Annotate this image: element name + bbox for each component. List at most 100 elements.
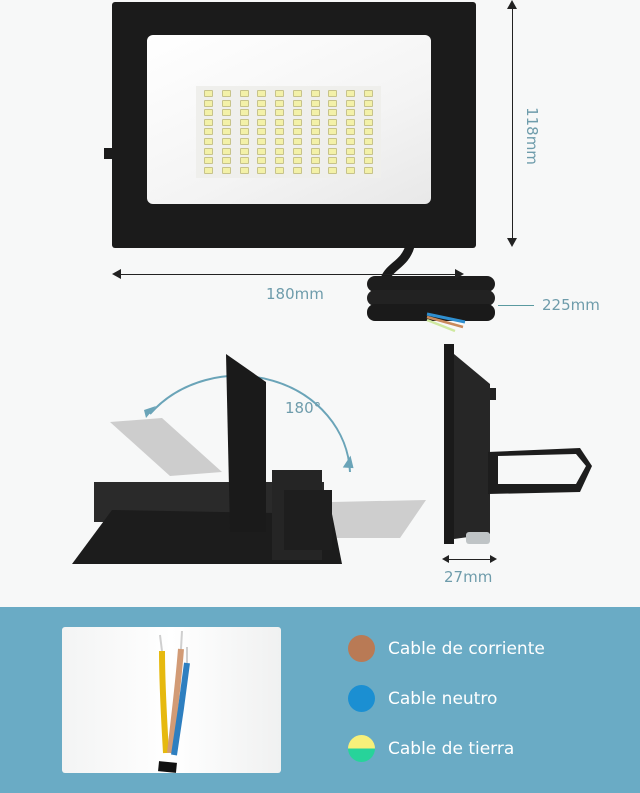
led-chip <box>275 147 285 155</box>
led-chip <box>345 109 355 117</box>
led-chip <box>204 157 214 165</box>
led-chip <box>328 90 338 98</box>
led-chip <box>222 128 232 136</box>
led-chip <box>239 90 249 98</box>
led-chip <box>363 147 373 155</box>
led-chip <box>310 138 320 146</box>
led-chip <box>292 157 302 165</box>
led-chip <box>239 157 249 165</box>
led-chip <box>222 99 232 107</box>
led-chip <box>222 147 232 155</box>
cable-length-label: 225mm <box>542 296 600 314</box>
led-chip <box>363 166 373 174</box>
led-chip <box>204 128 214 136</box>
width-dimension-line <box>120 274 456 275</box>
led-chip <box>345 128 355 136</box>
led-chip <box>222 90 232 98</box>
led-chip <box>204 99 214 107</box>
led-chip <box>239 109 249 117</box>
led-chip <box>239 166 249 174</box>
arrow-down-icon <box>507 238 517 247</box>
led-chip <box>257 99 267 107</box>
arrow-left-icon <box>442 555 449 563</box>
led-chip <box>204 138 214 146</box>
led-chip <box>310 157 320 165</box>
led-chip <box>345 99 355 107</box>
led-chip <box>275 128 285 136</box>
led-chip <box>345 147 355 155</box>
led-chip <box>292 118 302 126</box>
mounting-ear-left <box>104 148 112 159</box>
led-chip <box>310 118 320 126</box>
led-chip <box>292 147 302 155</box>
led-chip <box>345 138 355 146</box>
arrow-left-icon <box>112 269 121 279</box>
led-chip <box>310 166 320 174</box>
led-chip <box>310 109 320 117</box>
led-chip <box>239 128 249 136</box>
rotation-angle-label: 180° <box>285 399 322 417</box>
led-chip <box>222 166 232 174</box>
legend-label: Cable neutro <box>388 688 498 709</box>
led-chip <box>345 118 355 126</box>
led-chip <box>275 138 285 146</box>
led-chip <box>239 147 249 155</box>
legend-item-live: Cable de corriente <box>348 635 545 662</box>
led-chip <box>239 99 249 107</box>
led-chip <box>363 118 373 126</box>
led-chip <box>275 118 285 126</box>
legend-label: Cable de tierra <box>388 738 515 759</box>
cable-coil-image <box>367 244 495 333</box>
depth-dimension-line <box>446 559 492 560</box>
led-chip <box>310 90 320 98</box>
led-chip <box>222 138 232 146</box>
led-chip <box>310 128 320 136</box>
depth-label: 27mm <box>444 568 493 586</box>
led-chip <box>345 157 355 165</box>
led-chip <box>222 157 232 165</box>
led-chip <box>257 118 267 126</box>
led-chip <box>204 166 214 174</box>
mounting-ear-right <box>468 148 476 159</box>
led-chip <box>292 109 302 117</box>
cable-leader-line <box>498 305 534 306</box>
legend-label: Cable de corriente <box>388 638 545 659</box>
led-chip <box>292 128 302 136</box>
floodlight-side-view <box>444 344 592 544</box>
led-chip <box>328 128 338 136</box>
led-chip <box>275 109 285 117</box>
led-chip <box>257 128 267 136</box>
led-chip <box>239 138 249 146</box>
led-chip <box>292 166 302 174</box>
led-chip <box>345 166 355 174</box>
led-chip <box>363 138 373 146</box>
led-chip <box>310 99 320 107</box>
led-chip <box>204 109 214 117</box>
led-chip <box>257 90 267 98</box>
led-chip <box>292 138 302 146</box>
led-chip <box>292 90 302 98</box>
led-chip <box>257 138 267 146</box>
arrow-up-icon <box>507 0 517 9</box>
led-chip <box>222 118 232 126</box>
floodlight-rotation-view <box>72 354 426 564</box>
led-chip <box>363 157 373 165</box>
blue-dot-icon <box>348 685 375 712</box>
led-array <box>196 86 381 178</box>
led-chip <box>275 157 285 165</box>
led-chip <box>275 99 285 107</box>
led-chip <box>257 147 267 155</box>
led-chip <box>239 118 249 126</box>
led-chip <box>328 166 338 174</box>
led-chip <box>310 147 320 155</box>
led-chip <box>204 90 214 98</box>
led-chip <box>275 90 285 98</box>
led-chip <box>257 109 267 117</box>
led-chip <box>222 109 232 117</box>
yellow-green-dot-icon <box>348 735 375 762</box>
led-chip <box>328 109 338 117</box>
brown-dot-icon <box>348 635 375 662</box>
led-chip <box>363 99 373 107</box>
led-chip <box>363 128 373 136</box>
led-chip <box>328 157 338 165</box>
